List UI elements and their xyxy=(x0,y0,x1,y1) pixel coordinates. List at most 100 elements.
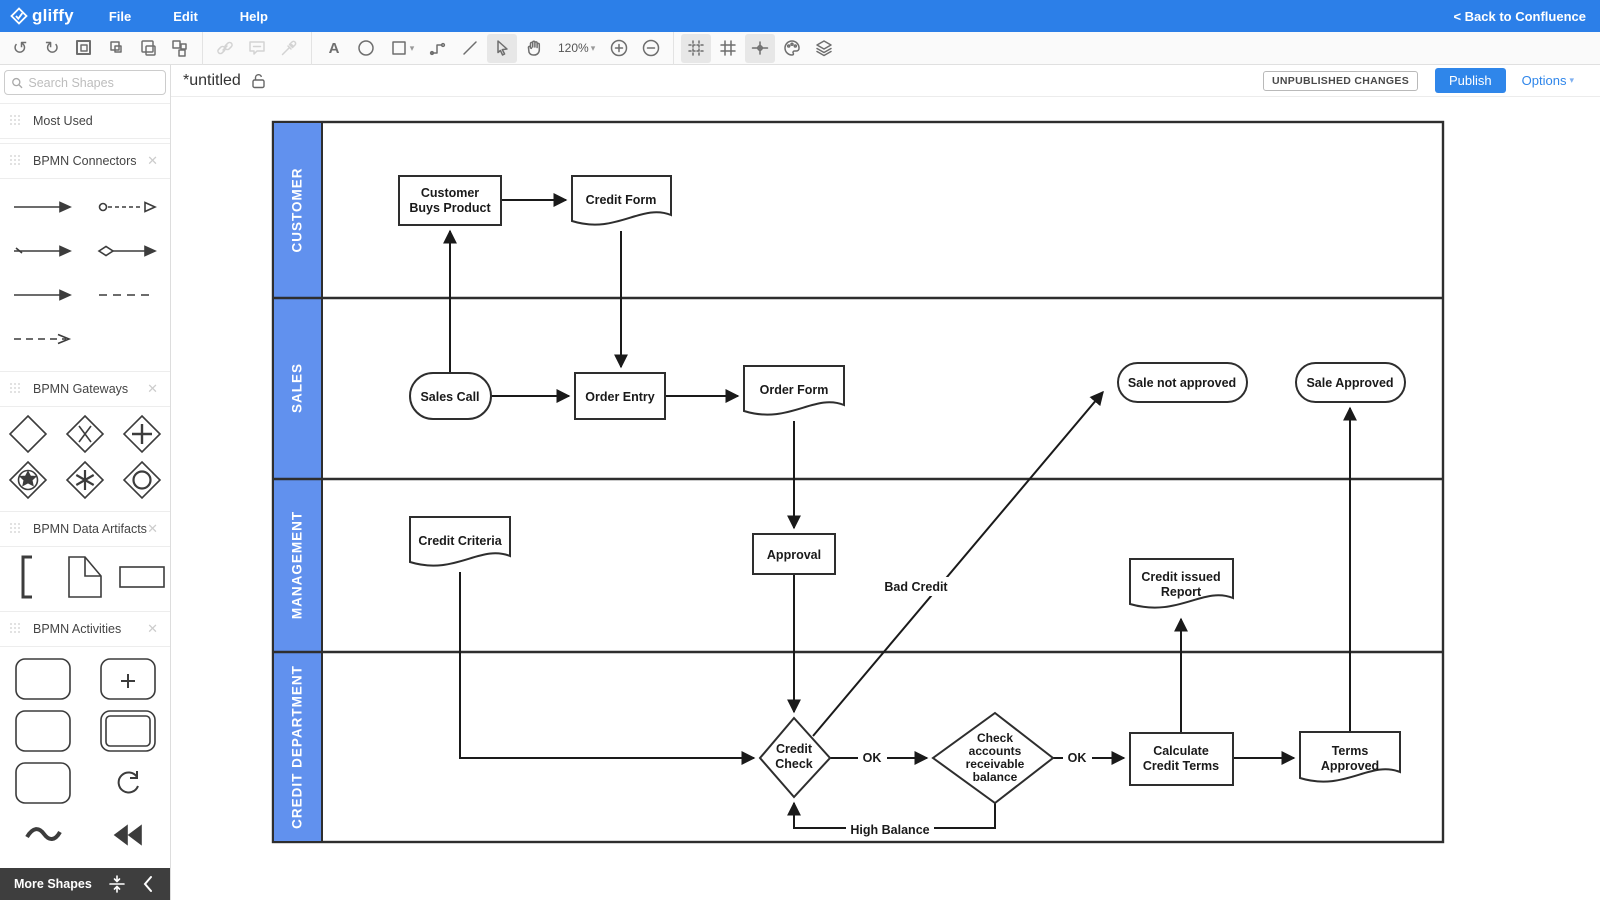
close-icon[interactable]: ✕ xyxy=(147,381,158,396)
palette-adhoc-marker[interactable] xyxy=(0,809,85,861)
search-shapes-input[interactable] xyxy=(28,75,159,90)
snap-grid-icon[interactable] xyxy=(681,33,712,63)
palette-conditional-flow[interactable] xyxy=(85,229,170,273)
text-tool-icon[interactable]: A xyxy=(328,39,340,57)
palette-compensation-marker[interactable] xyxy=(85,809,170,861)
drag-handle-icon[interactable] xyxy=(10,115,22,127)
node-terms-approved[interactable]: Terms Approved xyxy=(1299,731,1401,783)
palette-exclusive-gateway[interactable] xyxy=(57,411,114,457)
search-icon xyxy=(12,77,23,88)
svg-text:Sale Approved: Sale Approved xyxy=(1306,376,1393,390)
node-credit-form[interactable]: Credit Form xyxy=(571,175,672,226)
drag-handle-icon[interactable] xyxy=(10,383,22,395)
drag-handle-icon[interactable] xyxy=(10,623,22,635)
palette-directed-line[interactable] xyxy=(0,273,85,317)
toolbar-divider xyxy=(311,31,312,65)
comment-icon[interactable] xyxy=(242,34,272,63)
swimlane-pool[interactable]: CUSTOMER SALES MANAGEMENT CREDIT DEPARTM… xyxy=(271,120,1445,844)
zoom-level-dropdown[interactable]: 120%▾ xyxy=(558,41,596,55)
layers-icon[interactable] xyxy=(809,34,839,63)
palette-task-plain[interactable] xyxy=(0,705,85,757)
node-calculate-credit-terms[interactable]: Calculate Credit Terms xyxy=(1129,732,1234,786)
ellipse-tool-icon[interactable] xyxy=(351,34,381,63)
document-title-bar: *untitled UNPUBLISHED CHANGES Publish Op… xyxy=(171,65,1600,97)
document-title[interactable]: *untitled xyxy=(183,71,241,89)
section-bpmn-connectors[interactable]: BPMN Connectors ✕ xyxy=(0,143,170,179)
section-bpmn-gateways[interactable]: BPMN Gateways ✕ xyxy=(0,371,170,407)
line-tool-icon[interactable] xyxy=(455,34,485,63)
close-icon[interactable]: ✕ xyxy=(147,153,158,168)
palette-dashed-open-arrow[interactable] xyxy=(0,317,85,361)
palette-inclusive-gateway[interactable] xyxy=(113,457,170,503)
duplicate-icon[interactable] xyxy=(133,34,163,63)
node-order-form[interactable]: Order Form xyxy=(743,365,845,416)
collapse-sidebar-chevron-icon[interactable] xyxy=(142,875,154,893)
palette-loop-marker[interactable] xyxy=(85,757,170,809)
connector-tool-icon[interactable] xyxy=(423,34,453,63)
link-icon[interactable] xyxy=(210,34,240,63)
lane-header-column[interactable] xyxy=(274,123,321,841)
edge-bad-credit[interactable] xyxy=(812,390,1104,737)
publish-button[interactable]: Publish xyxy=(1435,68,1506,93)
close-icon[interactable]: ✕ xyxy=(147,521,158,536)
node-sales-call[interactable]: Sales Call xyxy=(409,372,492,420)
palette-task[interactable] xyxy=(0,653,85,705)
palette-data-object[interactable] xyxy=(57,549,114,605)
pointer-tool-icon[interactable] xyxy=(487,33,517,63)
palette-default-flow[interactable] xyxy=(0,229,85,273)
guides-icon[interactable] xyxy=(745,33,776,63)
unlocked-padlock-icon[interactable] xyxy=(251,72,266,89)
redo-button[interactable]: ↻ xyxy=(44,38,60,58)
palette-dashed-line[interactable] xyxy=(85,273,170,317)
zoom-out-icon[interactable] xyxy=(636,34,666,63)
node-credit-issued-report[interactable]: Credit issued Report xyxy=(1129,558,1234,609)
section-bpmn-data-artifacts[interactable]: BPMN Data Artifacts ✕ xyxy=(0,511,170,547)
svg-text:Sales Call: Sales Call xyxy=(420,390,479,404)
palette-annotation-rect[interactable] xyxy=(113,549,170,605)
group-icon[interactable] xyxy=(69,34,99,63)
arrange-icon[interactable] xyxy=(165,34,195,63)
node-customer-buys-product[interactable]: Customer Buys Product xyxy=(398,175,502,226)
eyedropper-icon[interactable] xyxy=(274,34,304,63)
palette-call-activity[interactable] xyxy=(0,757,85,809)
section-bpmn-activities[interactable]: BPMN Activities ✕ xyxy=(0,611,170,647)
grid-toggle-icon[interactable] xyxy=(713,34,743,63)
palette-event-gateway[interactable] xyxy=(57,457,114,503)
diagram-canvas[interactable]: CUSTOMER SALES MANAGEMENT CREDIT DEPARTM… xyxy=(171,97,1600,900)
section-most-used[interactable]: Most Used xyxy=(0,103,170,139)
palette-group-bracket[interactable] xyxy=(0,549,57,605)
node-approval[interactable]: Approval xyxy=(752,533,836,575)
back-to-confluence-link[interactable]: < Back to Confluence xyxy=(1453,8,1586,24)
bpmn-activities-palette xyxy=(0,647,170,900)
collapse-panels-icon[interactable] xyxy=(108,874,126,894)
menu-file[interactable]: File xyxy=(108,8,132,24)
undo-button[interactable]: ↺ xyxy=(12,38,28,58)
palette-complex-gateway[interactable] xyxy=(0,457,57,503)
shape-tool-dropdown[interactable]: ▾ xyxy=(383,34,421,63)
palette-gateway[interactable] xyxy=(0,411,57,457)
menu-edit[interactable]: Edit xyxy=(173,8,198,24)
drag-handle-icon[interactable] xyxy=(10,523,22,535)
palette-sequence-flow[interactable] xyxy=(0,185,85,229)
node-sale-approved[interactable]: Sale Approved xyxy=(1295,362,1406,403)
palette-parallel-gateway[interactable] xyxy=(113,411,170,457)
palette-transaction[interactable] xyxy=(85,705,170,757)
palette-subprocess[interactable] xyxy=(85,653,170,705)
node-credit-check[interactable]: Credit Check xyxy=(758,716,832,799)
edge-credit-criteria-to-credit-check[interactable] xyxy=(459,572,756,765)
options-dropdown[interactable]: Options▾ xyxy=(1521,73,1574,88)
zoom-in-icon[interactable] xyxy=(604,34,634,63)
ungroup-icon[interactable] xyxy=(101,34,131,63)
drag-handle-icon[interactable] xyxy=(10,155,22,167)
close-icon[interactable]: ✕ xyxy=(147,621,158,636)
pan-tool-icon[interactable] xyxy=(519,34,549,63)
gliffy-logo[interactable]: gliffy xyxy=(0,6,88,26)
palette-message-flow[interactable] xyxy=(85,185,170,229)
more-shapes-bar[interactable]: More Shapes xyxy=(0,868,170,900)
theme-palette-icon[interactable] xyxy=(777,34,807,63)
node-sale-not-approved[interactable]: Sale not approved xyxy=(1117,362,1248,403)
menu-help[interactable]: Help xyxy=(239,8,268,24)
node-order-entry[interactable]: Order Entry xyxy=(574,372,666,420)
node-credit-criteria[interactable]: Credit Criteria xyxy=(409,516,511,567)
node-check-accounts-receivable-balance[interactable]: Check accounts receivable balance xyxy=(931,711,1055,805)
